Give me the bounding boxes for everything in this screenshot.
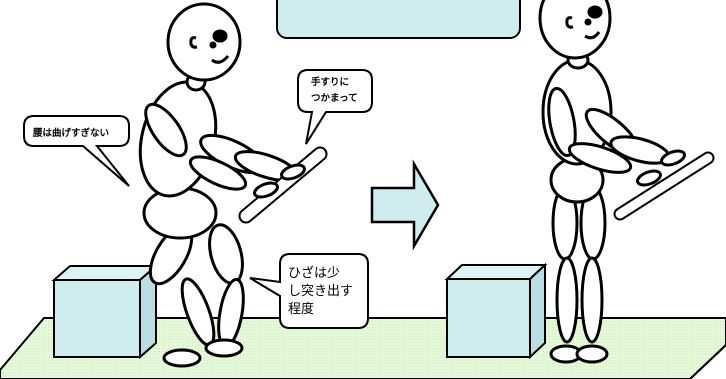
right-arrow-icon — [372, 164, 438, 246]
standing-figure — [540, 0, 708, 362]
handrail-bubble-line1: 手すりに — [311, 76, 349, 88]
waist-bubble-text: 腰は曲げすぎない — [32, 127, 109, 139]
knee-bubble: ひざは少 し突き出す 程度 — [250, 254, 368, 328]
knee-bubble-line1: ひざは少 — [288, 265, 340, 281]
knee-bubble-line2: し突き出す — [288, 283, 353, 299]
handrail-bubble: 手すりに つかまって — [298, 70, 372, 144]
handrail-bubble-line2: つかまって — [311, 92, 358, 104]
right-box — [447, 265, 545, 357]
handrail-right — [620, 158, 708, 214]
waist-bubble: 腰は曲げすぎない — [24, 116, 129, 186]
knee-bubble-line3: 程度 — [288, 301, 314, 317]
top-note-box — [277, 0, 520, 38]
left-box — [54, 266, 156, 357]
